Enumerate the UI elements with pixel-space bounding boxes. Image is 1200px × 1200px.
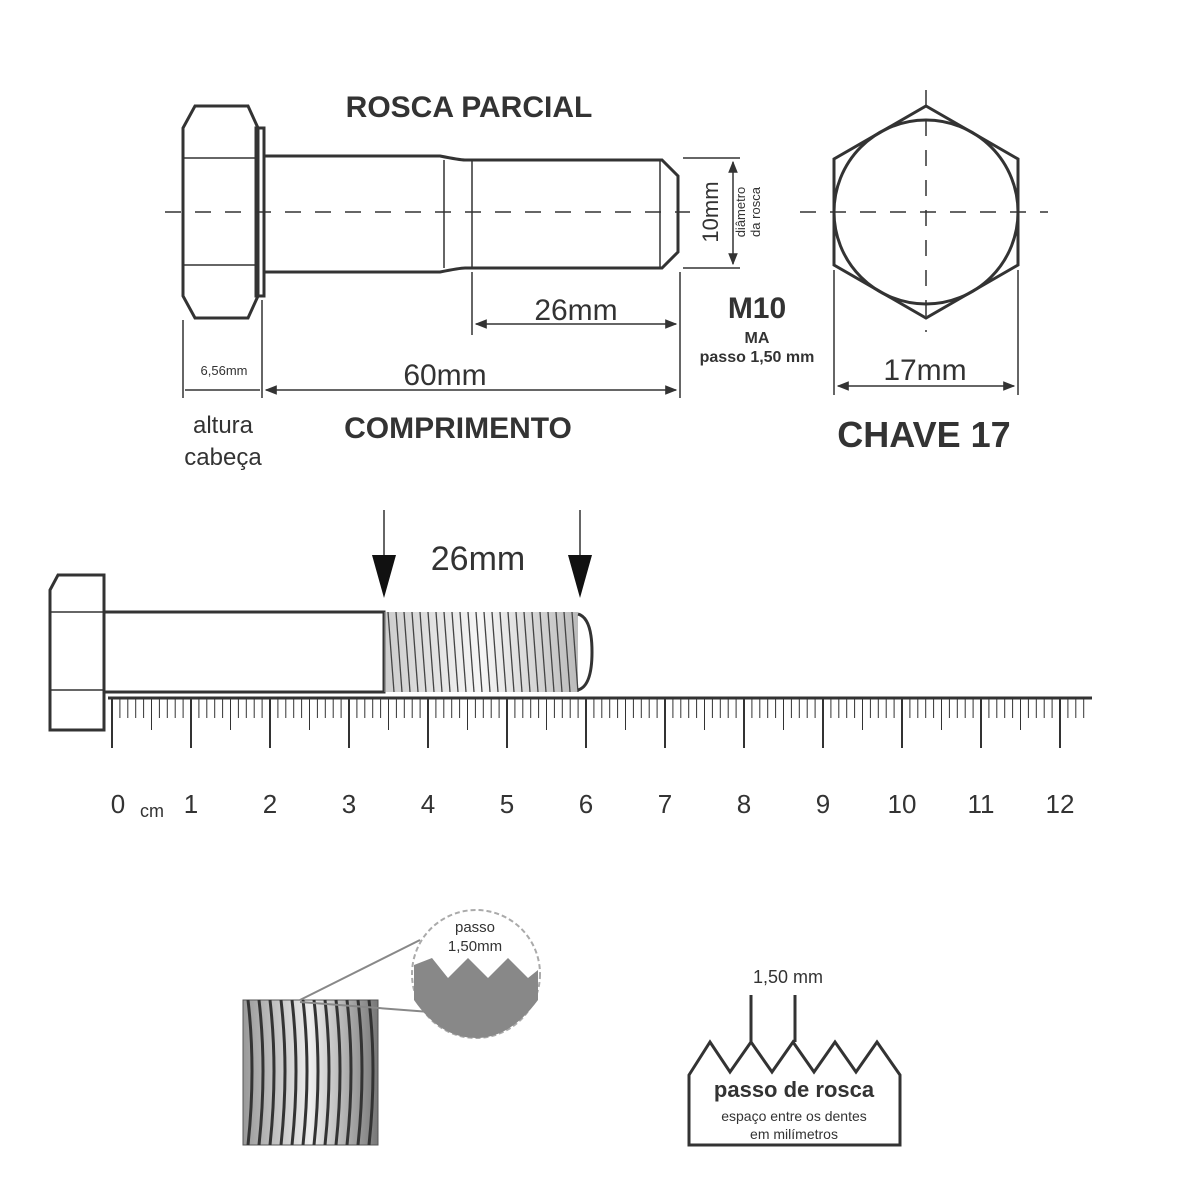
thread-line bbox=[459, 611, 467, 693]
ruler-label: 6 bbox=[579, 789, 593, 819]
thread-groove bbox=[301, 999, 309, 1146]
ruler-label: 4 bbox=[421, 789, 435, 819]
thread-line bbox=[467, 611, 475, 693]
length-label: COMPRIMENTO bbox=[344, 412, 572, 445]
pitch-desc-2: em milímetros bbox=[750, 1126, 838, 1142]
thread-groove bbox=[257, 999, 265, 1146]
thread-line bbox=[387, 611, 395, 693]
thread-line bbox=[563, 611, 571, 693]
thread-groove bbox=[312, 999, 320, 1146]
ruler-label: 7 bbox=[658, 789, 672, 819]
thread-line bbox=[499, 611, 507, 693]
head-label-1: altura bbox=[193, 412, 254, 439]
thread-line bbox=[531, 611, 539, 693]
magnifier-label-2: 1,50mm bbox=[448, 938, 502, 955]
thread-line bbox=[475, 611, 483, 693]
thread-closeup bbox=[242, 909, 541, 1146]
thread-groove bbox=[323, 999, 331, 1146]
ruler-label: 12 bbox=[1046, 789, 1075, 819]
pitch-title: passo de rosca bbox=[714, 1077, 875, 1102]
thread-groove bbox=[334, 999, 342, 1146]
thread-groove bbox=[268, 999, 276, 1146]
thread-groove bbox=[279, 999, 287, 1146]
wrench-label: CHAVE 17 bbox=[837, 414, 1010, 455]
length-value: 60mm bbox=[403, 359, 486, 392]
diameter-label-1: diâmetro bbox=[733, 187, 748, 238]
thread-line bbox=[403, 611, 411, 693]
thread-groove bbox=[367, 999, 375, 1146]
dimension-lines bbox=[182, 157, 740, 398]
thread-line bbox=[411, 611, 419, 693]
thread-line bbox=[555, 611, 563, 693]
pitch-desc-1: espaço entre os dentes bbox=[721, 1108, 867, 1124]
thread-line bbox=[571, 611, 579, 693]
thread-groove bbox=[246, 999, 254, 1146]
thread-line bbox=[483, 611, 491, 693]
head-height-value: 6,56mm bbox=[201, 363, 248, 378]
pitch-schematic bbox=[687, 995, 902, 1147]
thread-line bbox=[451, 611, 459, 693]
thread-line bbox=[547, 611, 555, 693]
bolt-side-view bbox=[165, 104, 690, 320]
thread-line bbox=[395, 611, 403, 693]
thread-line bbox=[427, 611, 435, 693]
thread-line bbox=[419, 611, 427, 693]
wrench-size-value: 17mm bbox=[883, 354, 966, 387]
ruler-label: 0 bbox=[111, 789, 125, 819]
thread-line bbox=[515, 611, 523, 693]
ruler-label: 9 bbox=[816, 789, 830, 819]
ruler-label: 10 bbox=[888, 789, 917, 819]
bolt-on-ruler bbox=[48, 510, 594, 732]
ruler-label: 1 bbox=[184, 789, 198, 819]
hex-head-end-view bbox=[800, 90, 1048, 395]
pitch-label: passo 1,50 mm bbox=[700, 349, 815, 366]
head-label-2: cabeça bbox=[184, 444, 262, 471]
thread-groove bbox=[356, 999, 364, 1146]
diameter-label-2: da rosca bbox=[748, 186, 763, 237]
thread-line bbox=[435, 611, 443, 693]
size-label: M10 bbox=[728, 292, 786, 325]
ruler-label: 3 bbox=[342, 789, 356, 819]
pitch-value: 1,50 mm bbox=[753, 967, 823, 987]
magnifier-label-1: passo bbox=[455, 919, 495, 936]
thread-line bbox=[523, 611, 531, 693]
thread-line bbox=[507, 611, 515, 693]
title-rosca-parcial: ROSCA PARCIAL bbox=[346, 91, 593, 124]
ruler-label: 11 bbox=[968, 789, 995, 819]
ruler-label: 8 bbox=[737, 789, 751, 819]
type-label: MA bbox=[745, 330, 770, 347]
ruler-unit: cm bbox=[140, 801, 164, 821]
thread-line bbox=[443, 611, 451, 693]
ruler-thread-length: 26mm bbox=[431, 540, 525, 578]
thread-line bbox=[539, 611, 547, 693]
ruler-label: 5 bbox=[500, 789, 514, 819]
diameter-value: 10mm bbox=[698, 181, 723, 242]
thread-line bbox=[491, 611, 499, 693]
thread-length-value: 26mm bbox=[534, 294, 617, 327]
thread-groove bbox=[290, 999, 298, 1146]
thread-groove bbox=[345, 999, 353, 1146]
ruler-label: 2 bbox=[263, 789, 277, 819]
